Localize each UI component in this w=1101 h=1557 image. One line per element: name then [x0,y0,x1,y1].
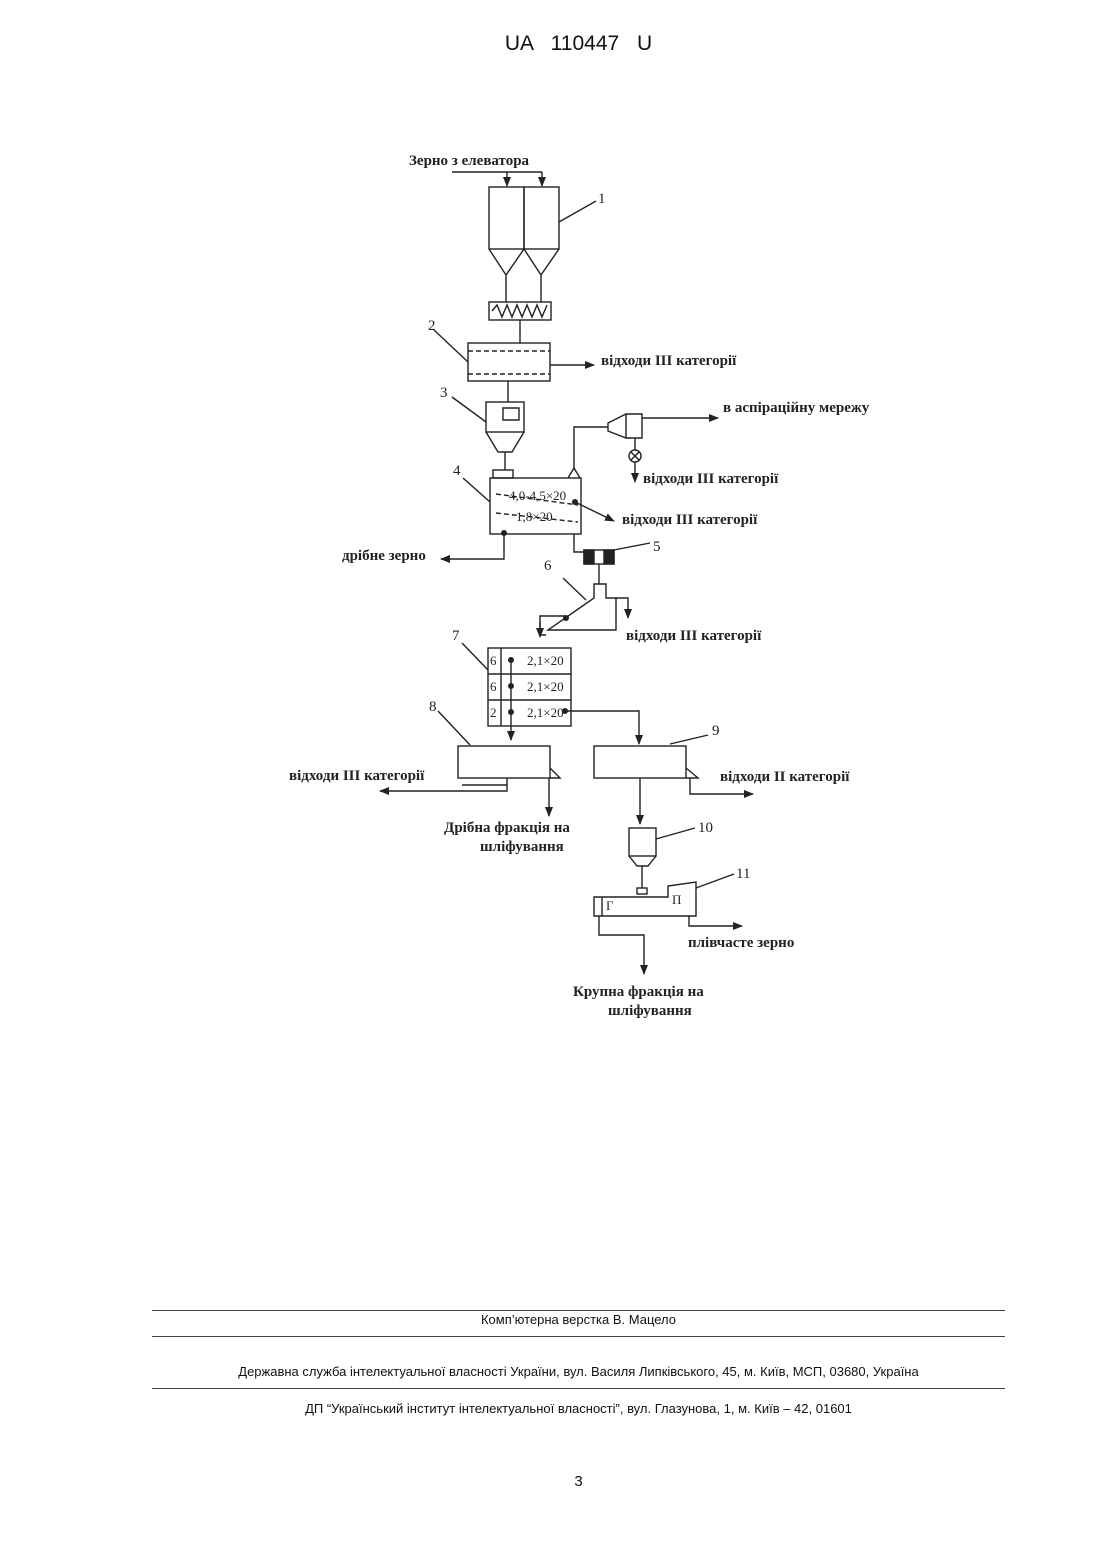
sieve-7-row-3-count: 2 [490,705,497,720]
label-large-fraction-2: шліфування [608,1003,692,1019]
machine-9 [594,746,698,778]
label-small-fraction-1: Дрібна фракція на [444,820,570,836]
sieve-4-top: 4,0-4,5×20 [509,488,566,503]
number-8: 8 [429,699,437,715]
sieve-7-row-1-count: 6 [490,653,497,668]
label-waste-2: відходи II категорії [720,769,850,785]
gate-5 [584,550,614,564]
sieve-7-row-1-size: 2,1×20 [527,653,564,668]
footer-divider-3 [152,1388,1005,1389]
number-5: 5 [653,539,661,555]
label-large-fraction-1: Крупна фракція на [573,984,704,1000]
footer-divider-2 [152,1336,1005,1337]
machine-11-left-label: Г [606,898,614,913]
sieve-7-row-3-size: 2,1×20 [527,705,564,720]
number-7: 7 [452,628,460,644]
label-waste-e: відходи III категорії [289,768,425,784]
silo-bins-1 [489,187,559,302]
number-1: 1 [598,191,606,207]
number-3: 3 [440,385,448,401]
hopper-10 [629,828,656,888]
footer-agency: Державна служба інтелектуальної власност… [152,1364,1005,1379]
screw-conveyor [489,302,551,320]
label-aspiration: в аспіраційну мережу [723,400,870,416]
machine-11-right-label: П [672,892,681,907]
aspirator-6 [548,584,616,630]
label-waste-b: відходи III категорії [643,471,779,487]
number-4: 4 [453,463,461,479]
label-waste-c: відходи III категорії [622,512,758,528]
label-waste-d: відходи III категорії [626,628,762,644]
number-6: 6 [544,558,552,574]
number-11: 11 [736,866,750,882]
footer-institute: ДП “Український інститут інтелектуальної… [152,1401,1005,1416]
label-small-grain: дрібне зерно [342,548,426,564]
label-hulled-grain: плівчасте зерно [688,935,794,951]
cyclone [608,414,642,482]
sieve-7-row-2-size: 2,1×20 [527,679,564,694]
sieve-4-bottom: 1,8×20 [516,509,553,524]
label-small-fraction-2: шліфування [480,839,564,855]
footer-layout-credit: Комп’ютерна верстка В. Мацело [152,1312,1005,1327]
number-10: 10 [698,820,713,836]
sieve-7-row-2-count: 6 [490,679,497,694]
label-input: Зерно з елеватора [409,153,530,169]
machine-8 [458,746,560,785]
number-9: 9 [712,723,720,739]
separator-2 [468,343,550,381]
label-waste-a: відходи III категорії [601,353,737,369]
hopper-3 [486,402,524,470]
page-number: 3 [0,1473,1101,1490]
footer-divider-1 [152,1310,1005,1311]
number-2: 2 [428,318,436,334]
